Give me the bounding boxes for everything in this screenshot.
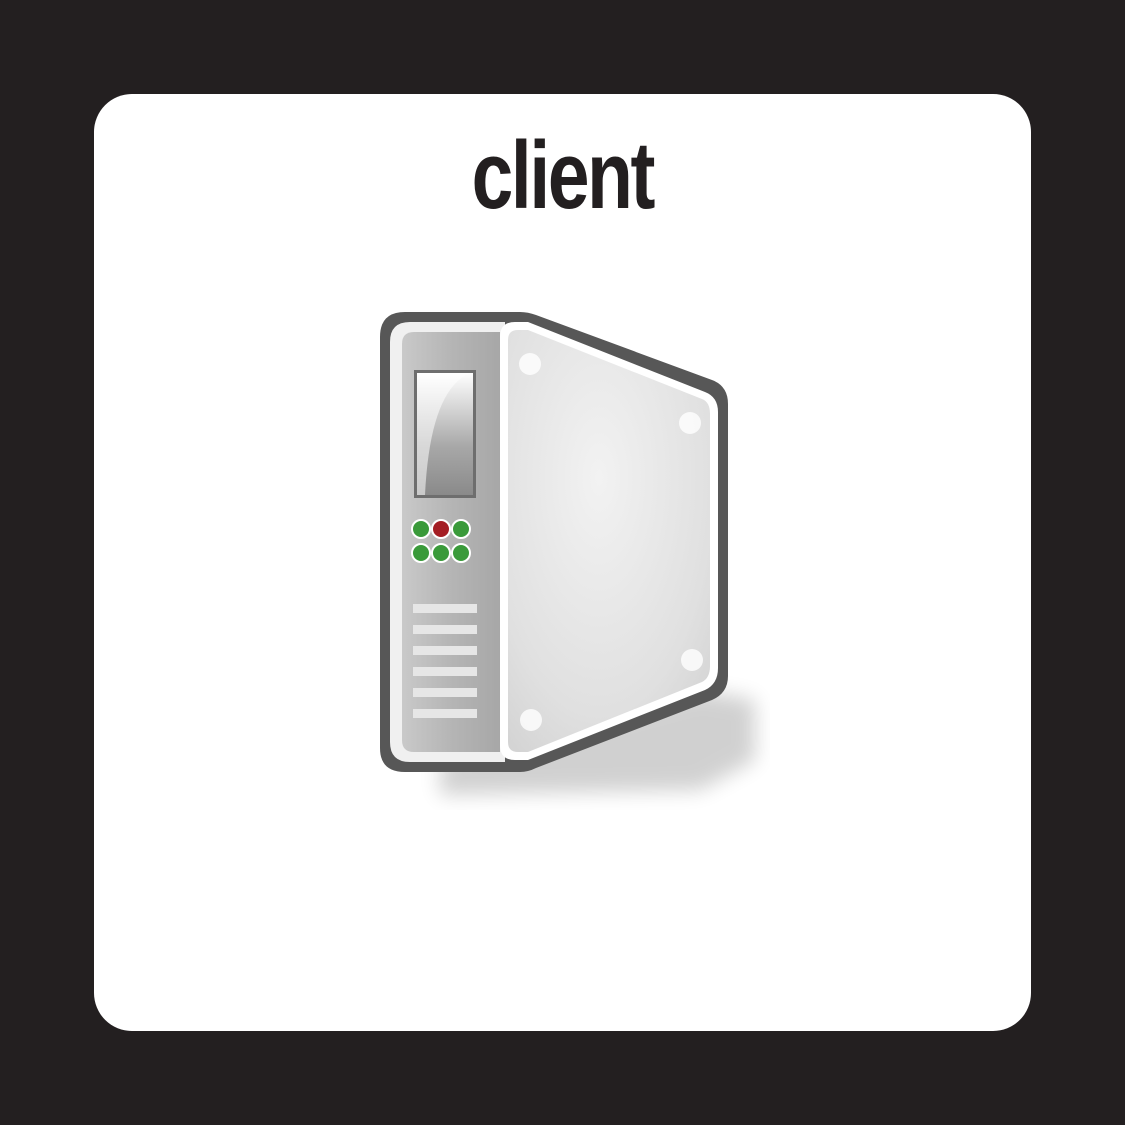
vent-grille bbox=[413, 604, 477, 718]
led-green bbox=[411, 543, 431, 563]
screw-icon bbox=[681, 649, 703, 671]
led-red bbox=[431, 519, 451, 539]
screw-icon bbox=[679, 412, 701, 434]
led-green bbox=[451, 543, 471, 563]
screw-icon bbox=[520, 709, 542, 731]
led-green bbox=[411, 519, 431, 539]
screw-icon bbox=[519, 353, 541, 375]
server-icon bbox=[380, 312, 755, 795]
server-side-panel bbox=[500, 322, 718, 760]
status-leds bbox=[411, 519, 471, 563]
card-title: client bbox=[471, 122, 656, 229]
led-green bbox=[451, 519, 471, 539]
drive-bay bbox=[414, 370, 476, 498]
led-green bbox=[431, 543, 451, 563]
